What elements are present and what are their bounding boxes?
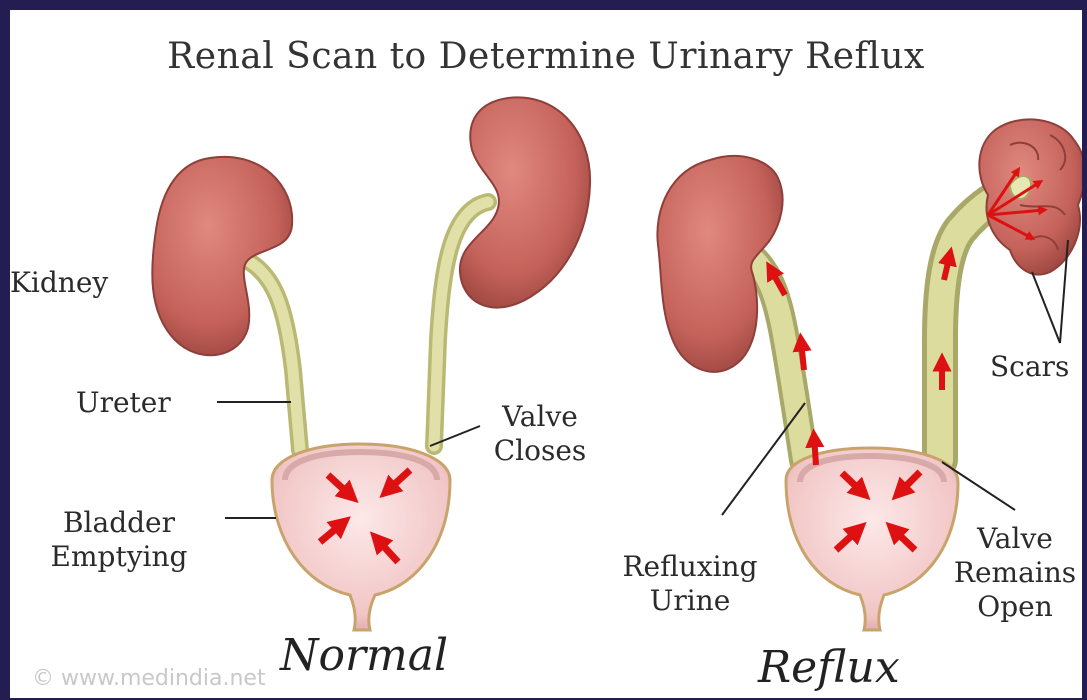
normal-diagram — [152, 97, 590, 630]
normal-caption: Normal — [280, 630, 448, 681]
bladder-label-line-2: Emptying — [34, 540, 204, 574]
watermark: © www.medindia.net — [32, 666, 266, 691]
valve-open-line-1: Valve — [948, 522, 1082, 556]
normal-left-kidney — [152, 157, 292, 355]
reflux-ureter-arrow-2 — [801, 340, 804, 370]
bladder-emptying-label: Bladder Emptying — [34, 506, 204, 574]
refluxing-line-1: Refluxing — [610, 550, 770, 584]
valve-closes-line-1: Valve — [480, 400, 600, 434]
valve-closes-label: Valve Closes — [480, 400, 600, 468]
ureter-label: Ureter — [76, 386, 171, 420]
normal-bladder — [272, 444, 450, 630]
kidney-label: Kidney — [10, 266, 108, 300]
scars-label: Scars — [990, 350, 1069, 384]
diagram-illustration — [10, 10, 1082, 698]
valve-remains-open-label: Valve Remains Open — [948, 522, 1082, 624]
valve-open-line-3: Open — [948, 590, 1082, 624]
valve-closes-line-2: Closes — [480, 434, 600, 468]
scars-leader-line-1 — [1032, 272, 1060, 343]
reflux-caption: Reflux — [758, 642, 900, 693]
diagram-title: Renal Scan to Determine Urinary Reflux — [10, 36, 1082, 77]
valve-open-line-2: Remains — [948, 556, 1082, 590]
diagram-canvas: Renal Scan to Determine Urinary Reflux K… — [10, 10, 1082, 698]
bladder-label-line-1: Bladder — [34, 506, 204, 540]
refluxing-line-2: Urine — [610, 584, 770, 618]
reflux-ureter-arrow-1 — [814, 436, 816, 465]
refluxing-urine-label: Refluxing Urine — [610, 550, 770, 618]
reflux-bladder — [786, 448, 958, 630]
